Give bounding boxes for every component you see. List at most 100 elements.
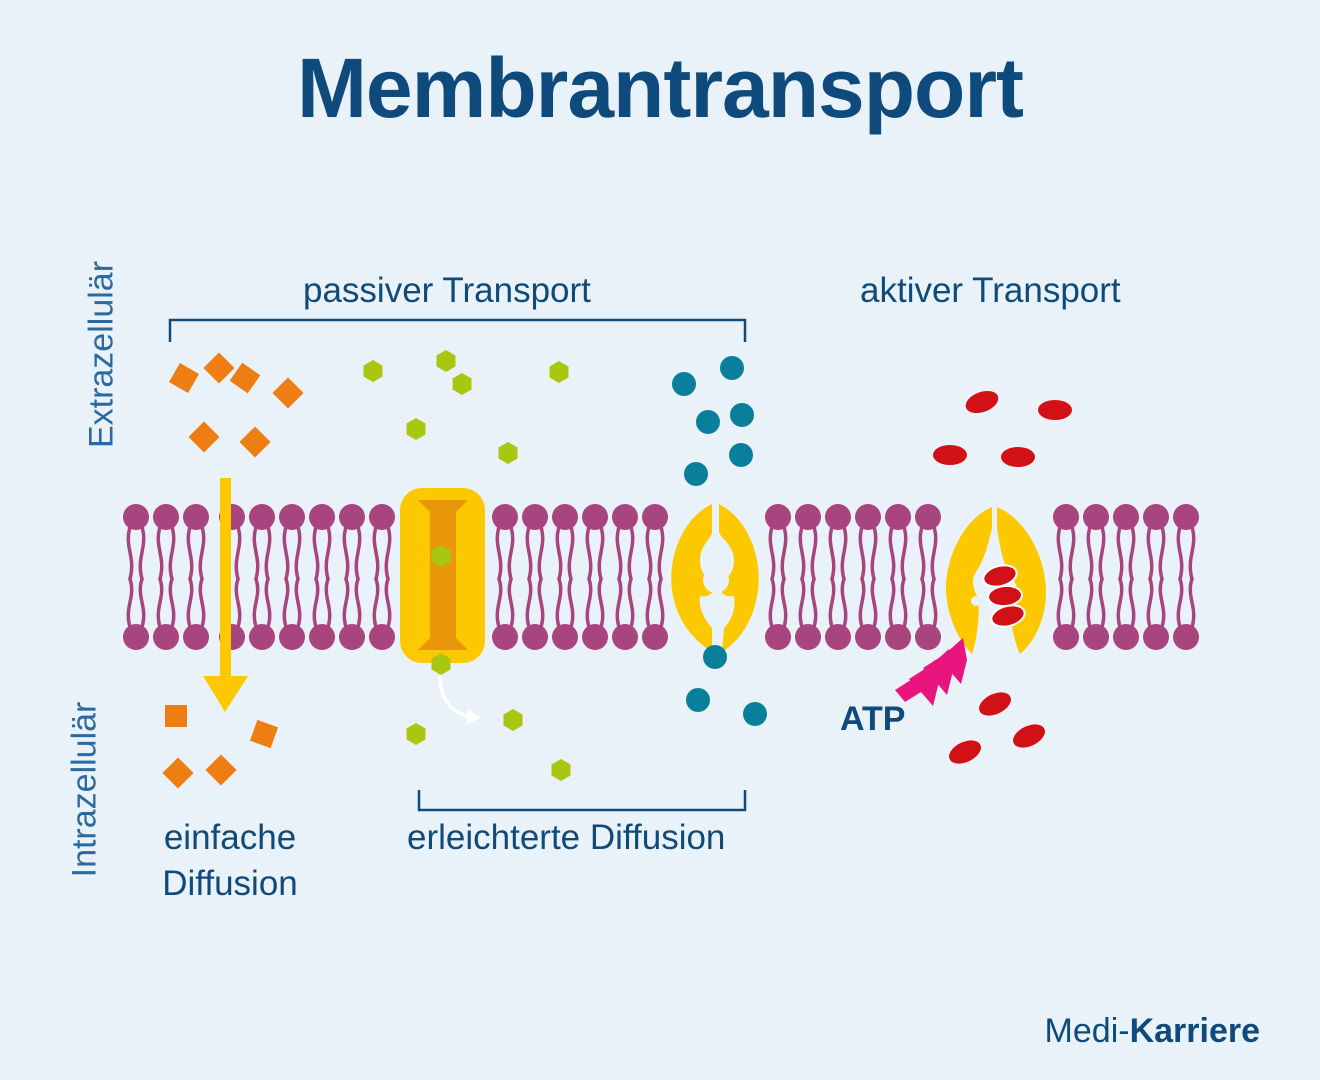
lipid-tail <box>1116 525 1124 581</box>
lipid-tail <box>567 525 575 581</box>
lipid-head <box>249 624 275 650</box>
lipid-head <box>795 504 821 530</box>
lipid-head <box>339 624 365 650</box>
red-molecule <box>933 445 967 465</box>
lipid-head <box>915 624 941 650</box>
lipid-tail <box>918 577 926 629</box>
lipid-tail <box>828 577 836 629</box>
active-transport-label: aktiver Transport <box>860 271 1121 310</box>
lipid-tail <box>1056 525 1064 581</box>
lipid-head <box>123 624 149 650</box>
teal-molecule <box>696 410 720 434</box>
lipid-head <box>123 504 149 530</box>
molecules <box>162 350 1072 789</box>
lipid-tail <box>930 525 938 581</box>
red-molecule <box>990 604 1026 628</box>
lipid-head <box>339 504 365 530</box>
green-molecule <box>431 545 451 567</box>
red-molecule <box>1013 724 1045 748</box>
teal-molecule <box>686 688 710 712</box>
lipid-tail <box>252 577 260 629</box>
phospholipid <box>339 504 365 650</box>
phospholipid <box>552 504 578 650</box>
phospholipid <box>855 504 881 650</box>
lipid-head <box>492 504 518 530</box>
page-title: Membrantransport <box>296 41 1024 135</box>
atp-label: ATP <box>840 700 906 738</box>
lipid-tail <box>585 577 593 629</box>
lipid-tail <box>1176 577 1184 629</box>
phospholipid <box>1173 504 1199 650</box>
green-molecule <box>436 350 456 372</box>
lipid-head <box>153 504 179 530</box>
phospholipid <box>612 504 638 650</box>
lipid-tail <box>264 525 272 581</box>
lipid-tail <box>657 525 665 581</box>
lipid-tail <box>186 525 194 581</box>
atp-chevron <box>923 638 967 684</box>
teal-molecule <box>703 645 727 669</box>
lipid-head <box>1143 504 1169 530</box>
phospholipid <box>1053 504 1079 650</box>
phospholipid <box>279 504 305 650</box>
phospholipid <box>915 504 941 650</box>
lipid-head <box>183 624 209 650</box>
lipid-tail <box>585 525 593 581</box>
orange-molecule <box>162 757 194 789</box>
lipid-head <box>582 504 608 530</box>
lipid-head <box>1053 624 1079 650</box>
lipid-tail <box>900 577 908 629</box>
lipid-tail <box>627 525 635 581</box>
lipid-tail <box>282 577 290 629</box>
lipid-head <box>1173 624 1199 650</box>
lipid-tail <box>138 525 146 581</box>
brand-logo: Medi-Karriere <box>1045 1012 1260 1051</box>
teal-molecule <box>743 702 767 726</box>
green-molecule <box>406 418 426 440</box>
lipid-head <box>309 504 335 530</box>
lipid-head <box>1113 624 1139 650</box>
lipid-tail <box>312 577 320 629</box>
green-molecule <box>498 442 518 464</box>
lipid-head <box>885 624 911 650</box>
red-molecule <box>979 692 1011 716</box>
lipid-tail <box>780 525 788 581</box>
lipid-head <box>492 624 518 650</box>
orange-molecule <box>168 362 200 394</box>
lipid-head <box>153 624 179 650</box>
phospholipid <box>309 504 335 650</box>
lipid-tail <box>870 577 878 629</box>
simple-diffusion-line1: einfache <box>163 818 297 857</box>
lipid-head <box>642 624 668 650</box>
lipid-tail <box>264 577 272 629</box>
lipid-head <box>855 504 881 530</box>
lipid-tail <box>372 577 380 629</box>
red-molecule <box>949 740 981 764</box>
lipid-tail <box>126 577 134 629</box>
lipid-tail <box>252 525 260 581</box>
lipid-tail <box>354 577 362 629</box>
orange-molecule <box>272 377 304 409</box>
lipid-head <box>1113 504 1139 530</box>
phospholipid <box>765 504 791 650</box>
lipid-bilayer <box>123 504 1199 650</box>
lipid-tail <box>780 577 788 629</box>
lipid-head <box>552 504 578 530</box>
lipid-head <box>279 624 305 650</box>
lipid-head <box>1083 504 1109 530</box>
lipid-tail <box>567 577 575 629</box>
lipid-tail <box>1146 577 1154 629</box>
phospholipid <box>1113 504 1139 650</box>
lipid-head <box>279 504 305 530</box>
lipid-tail <box>555 577 563 629</box>
phospholipid <box>885 504 911 650</box>
lipid-head <box>885 504 911 530</box>
lipid-tail <box>798 577 806 629</box>
lipid-tail <box>858 525 866 581</box>
lipid-tail <box>768 525 776 581</box>
lipid-head <box>1053 504 1079 530</box>
lipid-tail <box>1146 525 1154 581</box>
lipid-tail <box>798 525 806 581</box>
lipid-head <box>552 624 578 650</box>
